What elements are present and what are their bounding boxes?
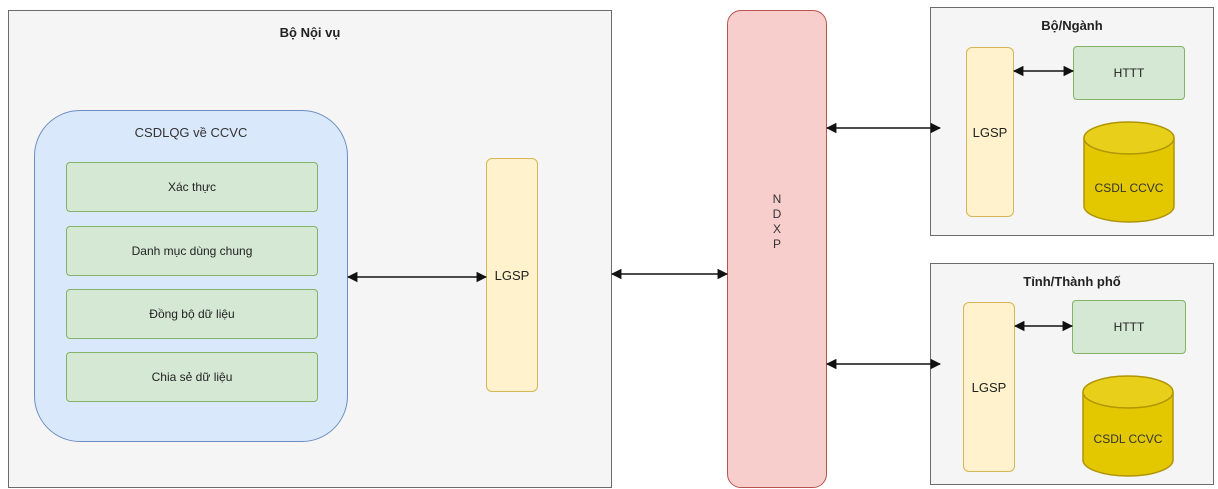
service-xac-thuc: Xác thực — [66, 162, 318, 212]
cylinder-shape — [1082, 375, 1174, 477]
httt-bo-nganh: HTTT — [1073, 46, 1185, 100]
ndxp-letter-p: P — [772, 237, 781, 251]
ndxp-letter-x: X — [772, 222, 781, 236]
lgsp-bo-nganh: LGSP — [966, 47, 1014, 217]
csdl-ccvc-label: CSDL CCVC — [1094, 181, 1164, 195]
lgsp-tinh-thanh-pho: LGSP — [963, 302, 1015, 472]
ndxp-letter-d: D — [772, 207, 782, 221]
cylinder-shape — [1083, 121, 1175, 223]
service-danh-muc: Danh mục dùng chung — [66, 226, 318, 276]
service-dong-bo: Đồng bộ dữ liệu — [66, 289, 318, 339]
csdl-ccvc-tinh-thanh-pho: CSDL CCVC — [1081, 374, 1175, 478]
panel-title-bo-nganh: Bộ/Ngành — [1041, 18, 1103, 33]
httt-tinh-thanh-pho: HTTT — [1072, 300, 1186, 354]
lgsp-bo-noi-vu: LGSP — [486, 158, 538, 392]
service-chia-se: Chia sẻ dữ liệu — [66, 352, 318, 402]
csdl-ccvc-bo-nganh: CSDL CCVC — [1082, 120, 1176, 224]
csdl-ccvc-label: CSDL CCVC — [1093, 432, 1163, 446]
panel-title-tinh-thanh-pho: Tỉnh/Thành phố — [1023, 274, 1121, 289]
ndxp-letter-n: N — [772, 192, 782, 206]
panel-title-bo-noi-vu: Bộ Nội vụ — [279, 25, 341, 40]
ndxp-block: N D X P — [727, 10, 827, 488]
csdl-group-title: CSDLQG về CCVC — [134, 125, 248, 140]
